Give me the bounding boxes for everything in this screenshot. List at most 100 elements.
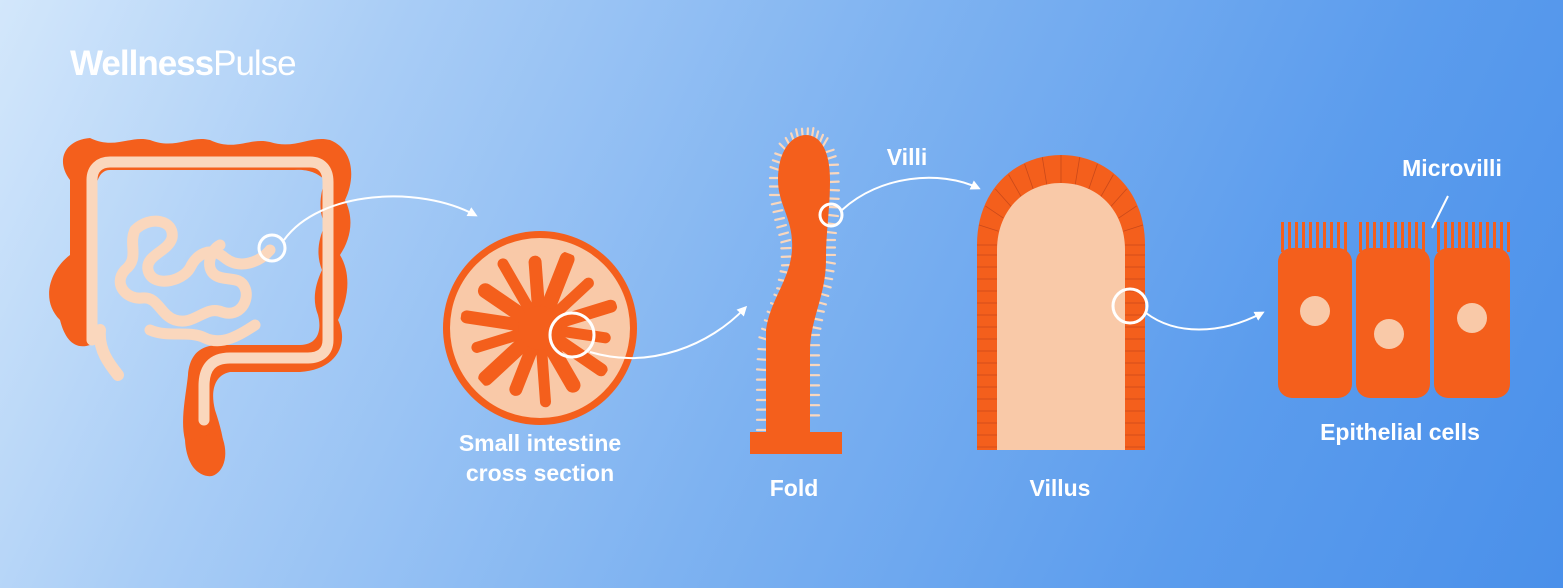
microvillus — [1507, 222, 1510, 252]
villus-cell-grid — [977, 155, 1145, 448]
microvillus — [1458, 222, 1461, 252]
small-intestine-coils — [114, 215, 276, 347]
fold-villus-tick — [824, 260, 836, 265]
zoom-circle-cross-section — [548, 311, 596, 359]
label-epithelial-cells: Epithelial cells — [1320, 419, 1480, 445]
cell-nucleus-3 — [1457, 303, 1487, 333]
brand-name-bold: Wellness — [70, 44, 214, 83]
microvillus — [1281, 222, 1284, 252]
cross-section-fold — [535, 345, 551, 408]
fold-villus-tick — [820, 283, 832, 289]
microvillus — [1422, 222, 1425, 252]
microvillus — [1415, 222, 1418, 252]
villus-cell-line — [995, 188, 1012, 207]
cross-section-lumen — [518, 306, 562, 350]
cross-section-fold — [460, 310, 524, 332]
microvillus — [1408, 222, 1411, 252]
microvillus — [1309, 222, 1312, 252]
cross-section-fold — [549, 277, 594, 320]
microvillus — [1288, 222, 1291, 252]
label-microvilli: Microvilli — [1402, 155, 1502, 181]
villus-cell-line — [1088, 163, 1098, 190]
villus-cell-line — [1110, 188, 1127, 207]
fold-villus-tick — [755, 368, 768, 372]
fold-villus-tick — [827, 213, 840, 218]
microvillus — [1344, 222, 1347, 252]
label-fold: Fold — [769, 475, 819, 501]
fold-villus-tick — [812, 317, 824, 322]
villus-cell-line — [1008, 174, 1022, 197]
label-villi: Villi — [886, 144, 928, 170]
microvillus — [1444, 222, 1447, 252]
fold-villus-tick — [756, 358, 768, 361]
microvillus — [1479, 222, 1482, 252]
fold-villus-tick — [757, 347, 769, 351]
fold-villus-tick — [774, 216, 786, 222]
fold-villus-tick — [778, 142, 788, 152]
zoom-circle-fold — [818, 202, 844, 228]
villus-cell-line — [1123, 224, 1144, 232]
microvillus — [1451, 222, 1454, 252]
fold-villus-tick — [810, 325, 822, 330]
microvillus — [1295, 222, 1298, 252]
villus-cell-line — [1118, 205, 1137, 219]
villus-illustration — [977, 155, 1149, 450]
cross-section-fold — [509, 342, 540, 396]
microvillus — [1493, 222, 1496, 252]
villus-core — [997, 183, 1125, 450]
arrow-fold-to-villus — [841, 176, 981, 211]
cross-section-folds — [460, 251, 618, 408]
fold-villus-tick — [823, 268, 835, 273]
microvillus — [1330, 222, 1333, 252]
fold-villus-tick — [822, 276, 834, 281]
epithelial-cells-illustration — [1278, 195, 1510, 398]
microvilli-fringe — [1281, 222, 1510, 252]
cell-nucleus-1 — [1300, 296, 1330, 326]
fold-villus-tick — [825, 230, 837, 235]
fold-base — [750, 432, 842, 454]
arrow-cross-section-to-fold — [589, 305, 748, 359]
colon-inner-line — [86, 156, 334, 426]
fold-villus-tick — [776, 223, 788, 229]
appendix — [93, 324, 124, 381]
cross-section-fold — [478, 334, 532, 386]
microvillus — [1437, 222, 1440, 252]
fold-villus-tick — [825, 155, 837, 161]
cross-section-fold — [477, 283, 530, 325]
label-cross-section-line2: cross section — [465, 460, 615, 486]
microvillus — [1359, 222, 1362, 252]
microvillus — [1337, 222, 1340, 252]
intestine-illustration — [49, 138, 352, 477]
microvillus — [1302, 222, 1305, 252]
microvillus — [1486, 222, 1489, 252]
arrow-intestine-to-cross-section — [283, 195, 478, 241]
villus-cell-line — [1074, 157, 1081, 185]
label-cross-section: Small intestine cross section — [430, 428, 650, 488]
cross-section-illustration — [443, 231, 637, 425]
fold-villus-tick — [772, 209, 784, 214]
fold-villus-tick — [769, 165, 781, 172]
cell-nucleus-2 — [1374, 319, 1404, 349]
cross-section-fold — [555, 299, 618, 329]
villus-cell-line — [978, 224, 999, 232]
fold-villus-tick — [821, 137, 829, 148]
microvillus — [1323, 222, 1326, 252]
cross-section-fold — [471, 328, 525, 353]
microvillus — [1316, 222, 1319, 252]
microvillus — [1401, 222, 1404, 252]
arrow-villus-to-cells — [1145, 311, 1265, 331]
villus-cell-line — [1100, 174, 1114, 197]
fold-villus-tick — [794, 128, 800, 140]
microvilli-pointer-line — [1431, 195, 1449, 229]
microvillus — [1380, 222, 1383, 252]
microvillus — [1472, 222, 1475, 252]
brand-name-light: Pulse — [213, 44, 297, 83]
cross-section-fold — [539, 251, 575, 314]
brand-logo: WellnessPulse — [70, 44, 297, 84]
fold-illustration — [750, 127, 844, 454]
fold-villus-tick — [780, 238, 792, 244]
microvillus — [1373, 222, 1376, 252]
villus-cell-line — [1041, 157, 1048, 185]
